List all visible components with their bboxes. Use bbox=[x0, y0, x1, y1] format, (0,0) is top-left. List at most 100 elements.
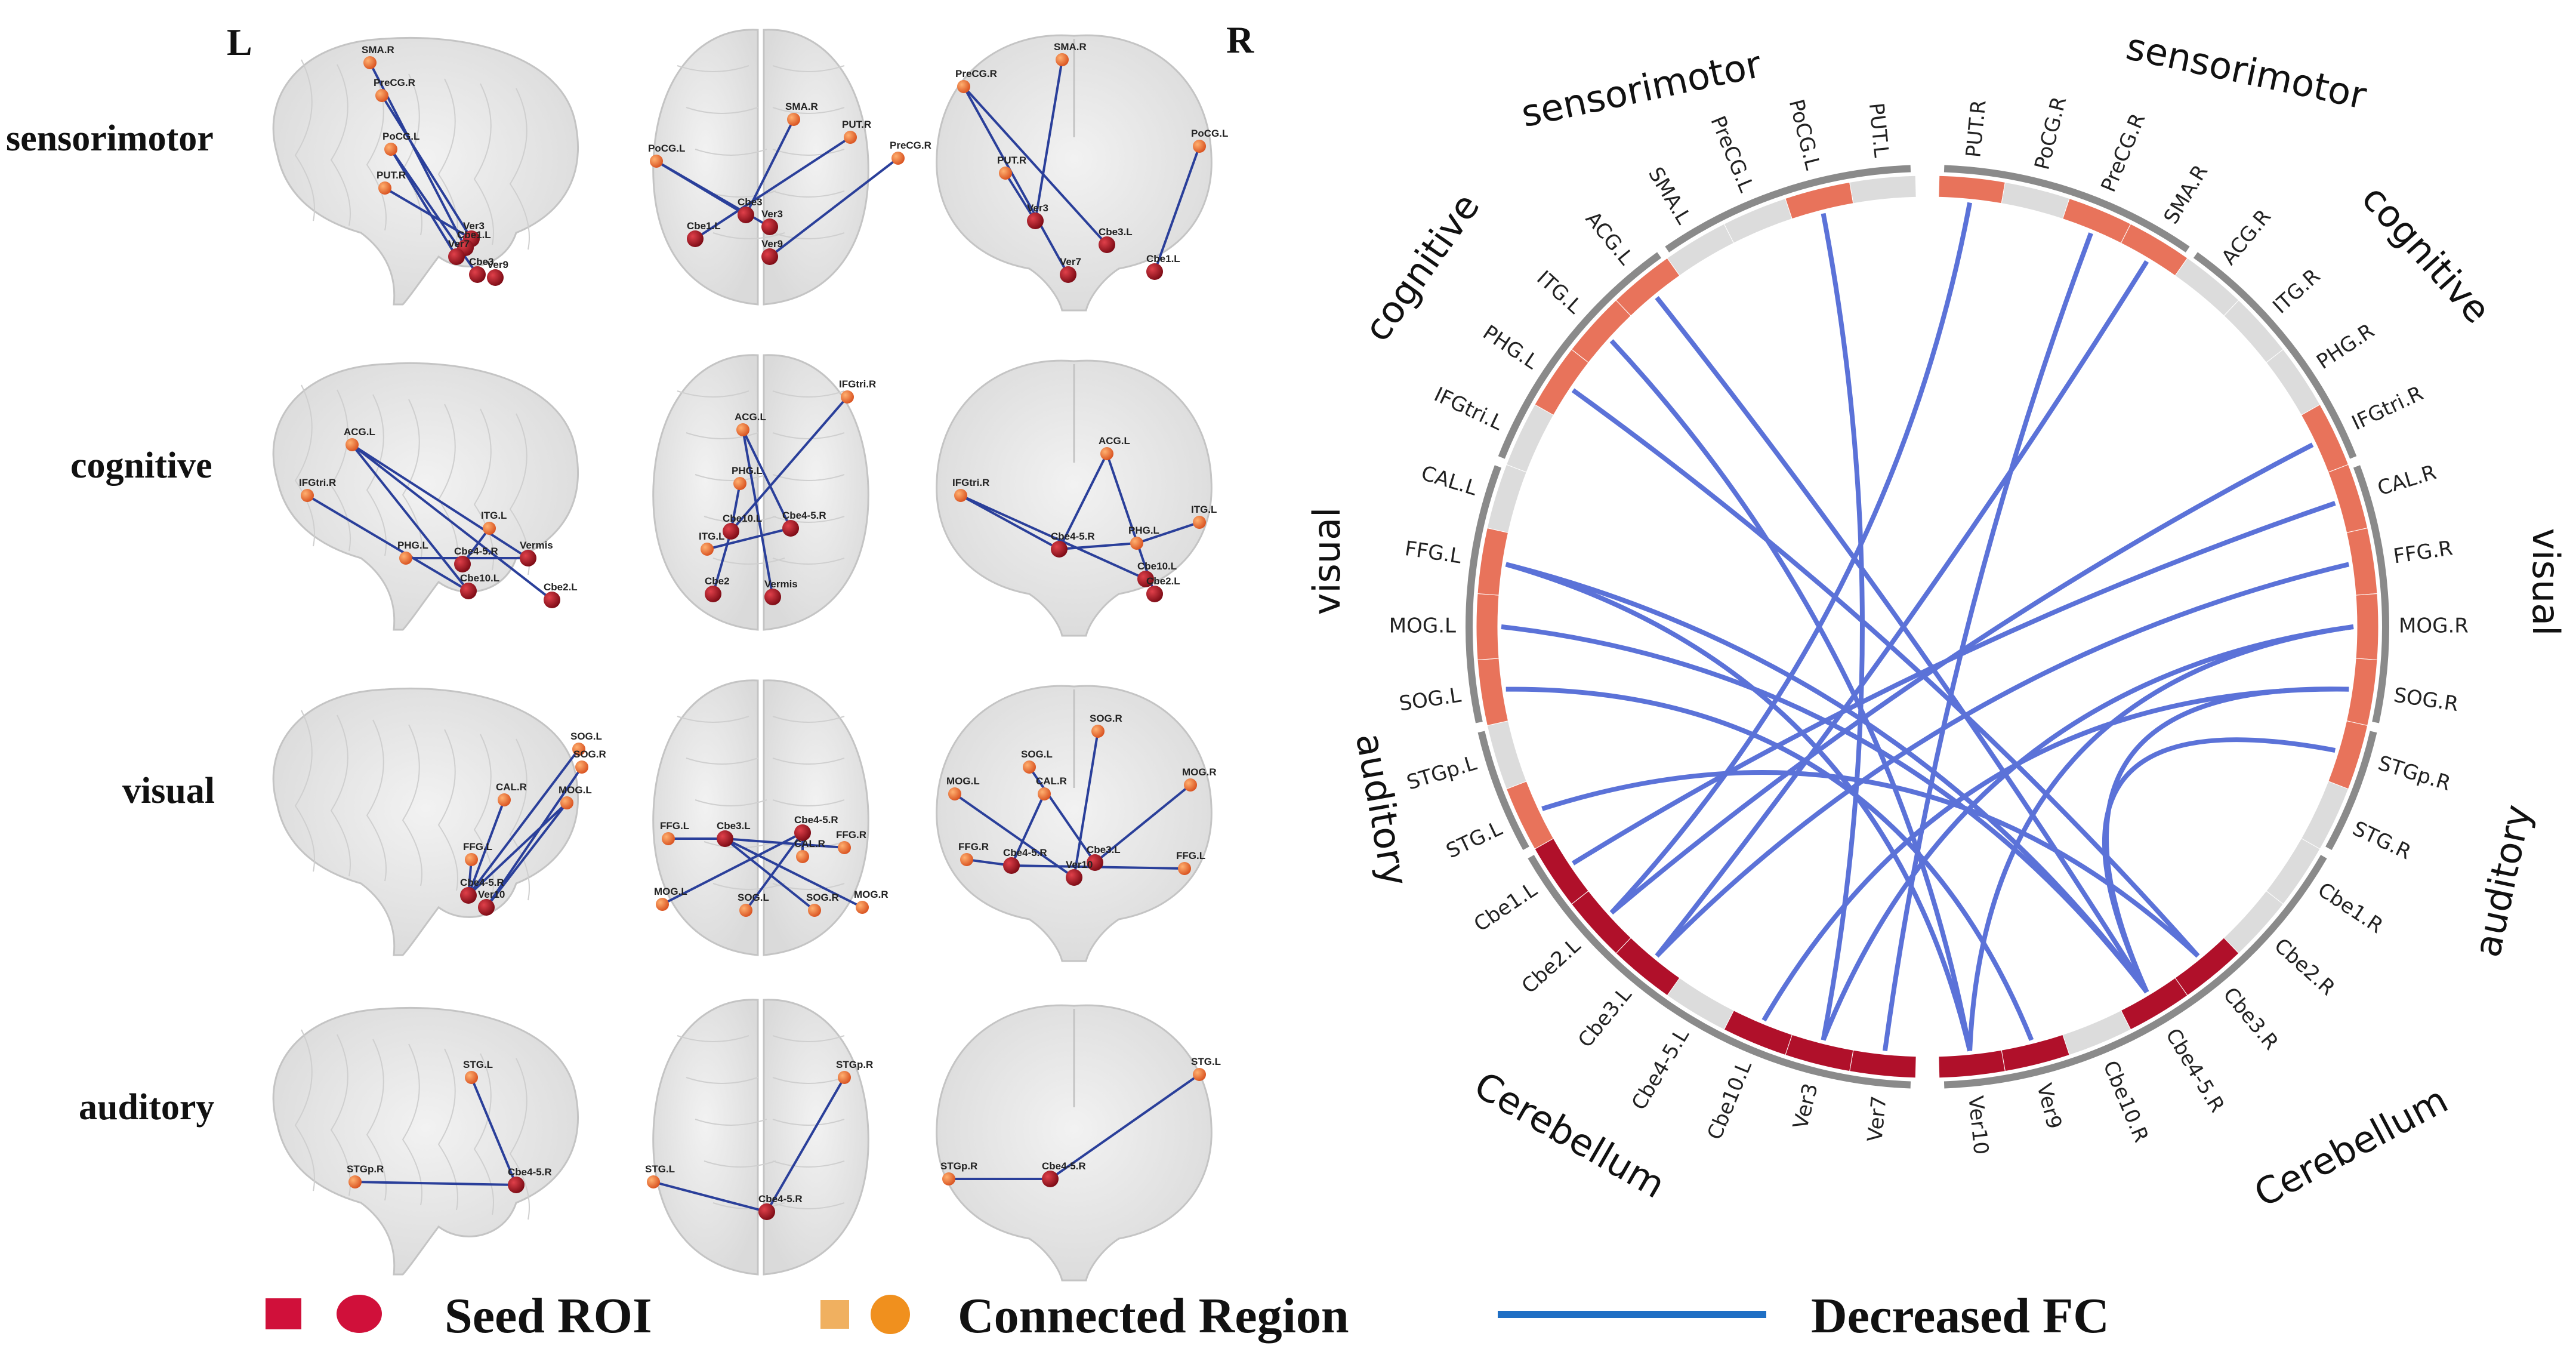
region-label: CAL.R bbox=[2375, 460, 2439, 500]
connected-node bbox=[948, 787, 961, 800]
fc-chord bbox=[1609, 202, 1973, 914]
seed-node bbox=[687, 230, 704, 247]
region-label: ITG.L bbox=[1532, 266, 1586, 319]
legend: Seed ROI Connected Region Decreased FC bbox=[266, 1288, 2109, 1344]
brain-node-label: PHG.L bbox=[732, 465, 763, 476]
brain-connection-line bbox=[467, 799, 505, 896]
brain-node-label: PUT.R bbox=[997, 155, 1026, 166]
brain-connection-line bbox=[769, 157, 899, 258]
group-label-cerebellum_right: Cerebellum bbox=[2247, 1077, 2455, 1215]
brain-connection-line bbox=[962, 86, 1069, 275]
brain-node-label: PUT.R bbox=[842, 119, 871, 130]
brain-node-label: FFG.L bbox=[463, 841, 492, 852]
seed-node bbox=[460, 887, 477, 904]
sulcus-line bbox=[704, 841, 776, 848]
sulcus-line bbox=[772, 1077, 845, 1084]
region-label: IFGtri.L bbox=[1430, 383, 1507, 435]
seed-node bbox=[1099, 236, 1115, 253]
brain-node-label: Cbe4-5.R bbox=[794, 814, 838, 826]
sagittal-brain-shape bbox=[272, 362, 579, 631]
brain-node-label: IFGtri.R bbox=[839, 378, 876, 390]
brain-connection-line bbox=[954, 793, 1075, 879]
fc-chord bbox=[2104, 686, 2349, 993]
brain-node-label: SOG.R bbox=[573, 749, 606, 760]
seed-circle-icon bbox=[337, 1295, 382, 1333]
sulcus-line bbox=[686, 432, 758, 439]
brain-node-label: Cbe4-5.R bbox=[508, 1166, 552, 1178]
brain-node-label: Cbe10.L bbox=[1137, 561, 1177, 572]
group-label-visual_left: visual bbox=[1305, 507, 1349, 615]
region-label: Cbe1.R bbox=[2313, 878, 2387, 938]
sulcus-line bbox=[330, 64, 351, 226]
connected-node bbox=[375, 89, 388, 102]
seed-square-icon bbox=[266, 1298, 301, 1329]
region-label: STGp.L bbox=[1404, 751, 1480, 795]
region-label: Cbe2.L bbox=[1517, 934, 1585, 999]
connected-node bbox=[1091, 725, 1105, 738]
sulcus-line bbox=[402, 73, 422, 236]
sulcus-line bbox=[686, 1077, 758, 1084]
brain-node-label: IFGtri.R bbox=[952, 477, 989, 488]
brain-node-label: PHG.L bbox=[1128, 525, 1159, 536]
brain-node-label: Cbe2 bbox=[705, 575, 730, 587]
sulcus-line bbox=[677, 65, 749, 72]
seed-node bbox=[717, 830, 733, 847]
brain-connection-line bbox=[485, 766, 583, 909]
fc-chord bbox=[1501, 624, 2149, 994]
brain-node-label: Cbe4-5.R bbox=[782, 510, 826, 521]
brain-connection-line bbox=[1106, 453, 1156, 595]
brain-connection-line bbox=[707, 527, 791, 550]
region-label: FFG.R bbox=[2392, 536, 2454, 568]
seed-node bbox=[1042, 1171, 1059, 1187]
brain-node-label: Ver10 bbox=[478, 889, 505, 900]
sulcus-line bbox=[772, 432, 845, 439]
region-label: ITG.R bbox=[2268, 264, 2325, 319]
sulcus-line bbox=[772, 1160, 845, 1168]
connected-node bbox=[736, 423, 749, 436]
fc-chord bbox=[1505, 562, 2149, 994]
seed-node bbox=[1137, 571, 1154, 587]
region-segment bbox=[2346, 527, 2378, 596]
sulcus-line bbox=[366, 1039, 387, 1201]
sulcus-line bbox=[772, 390, 845, 398]
axial-left-hemisphere bbox=[652, 354, 759, 631]
region-label: SOG.R bbox=[2392, 683, 2460, 717]
sulcus-line bbox=[772, 757, 845, 765]
connected-node bbox=[739, 904, 752, 917]
brain-node-label: MOG.R bbox=[854, 889, 889, 900]
group-arc bbox=[1943, 165, 2190, 252]
brain-node-label: PoCG.L bbox=[648, 143, 685, 154]
sulcus-line bbox=[330, 389, 351, 552]
brain-connection-line bbox=[1049, 1073, 1201, 1180]
region-segment bbox=[1476, 593, 1500, 661]
connected-node bbox=[1193, 1068, 1206, 1081]
connected-node bbox=[844, 131, 857, 144]
connected-node bbox=[1130, 537, 1143, 550]
sulcus-line bbox=[712, 558, 785, 565]
fc-chord bbox=[1571, 388, 2200, 958]
connected-node bbox=[647, 1175, 660, 1188]
sulcus-line bbox=[772, 232, 845, 239]
brain-connection-line bbox=[1136, 521, 1200, 544]
brain-node-label: PoCG.L bbox=[1191, 128, 1228, 139]
region-label: Cbe3.L bbox=[1574, 983, 1637, 1052]
seed-node bbox=[1087, 854, 1103, 871]
connected-node bbox=[1193, 140, 1206, 153]
brain-node-label: Ver3 bbox=[761, 208, 783, 220]
brain-node-label: MOG.R bbox=[1182, 766, 1217, 778]
brain-connection-line bbox=[724, 837, 816, 912]
seed-node bbox=[544, 592, 560, 608]
seed-node bbox=[738, 207, 754, 223]
connected-node bbox=[856, 901, 869, 914]
axial-left-hemisphere bbox=[652, 999, 759, 1276]
region-segment bbox=[2355, 593, 2379, 661]
group-arc bbox=[1943, 855, 2327, 1089]
region-segment bbox=[1477, 658, 1509, 726]
brain-connection-line bbox=[1034, 59, 1063, 221]
connected-node bbox=[348, 1175, 362, 1188]
group-arc bbox=[1665, 165, 1911, 252]
region-label: PHG.R bbox=[2312, 319, 2378, 374]
sulcus-line bbox=[712, 883, 785, 890]
